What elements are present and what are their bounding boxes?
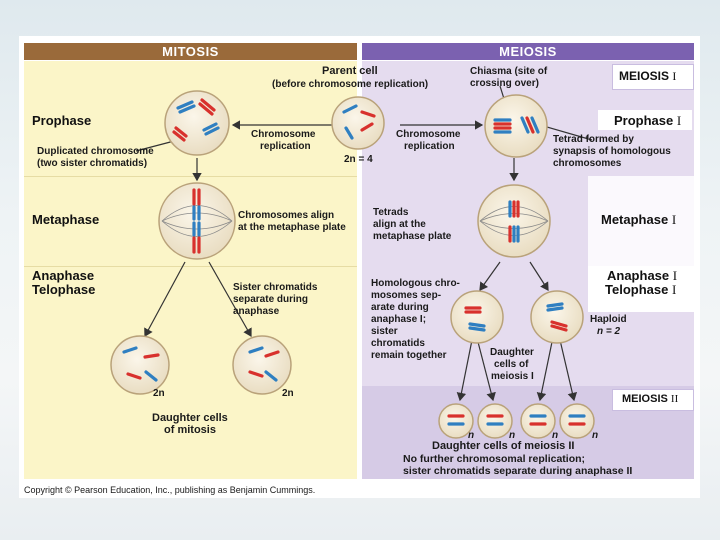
mitosis-metaphase-label: Metaphase bbox=[32, 212, 100, 227]
replication-right-2: replication bbox=[404, 141, 455, 152]
meiosis-anaphase-text: Anaphase bbox=[607, 268, 670, 283]
n-label-3: n bbox=[552, 430, 559, 441]
meiosis-II-text: MEIOSIS bbox=[622, 393, 668, 405]
cell-parent bbox=[331, 96, 385, 150]
cell-meiosis-II-1 bbox=[438, 403, 474, 439]
meiosis-telophase-num: I bbox=[671, 282, 677, 297]
cell-meiosis-II-2 bbox=[477, 403, 513, 439]
daughter-mitosis-2: of mitosis bbox=[164, 424, 216, 436]
cell-meiosis-II-4 bbox=[559, 403, 595, 439]
duplicated-chromosome-1: Duplicated chromosome bbox=[37, 146, 154, 157]
homologous-7: remain together bbox=[371, 350, 447, 361]
sister-chromatids-3: anaphase bbox=[233, 306, 280, 317]
cell-mitosis-prophase bbox=[164, 90, 230, 156]
replication-left-1: Chromosome bbox=[251, 129, 316, 140]
meiosis-header: MEIOSIS bbox=[362, 43, 694, 60]
homologous-4: anaphase I; bbox=[371, 314, 427, 325]
copyright-text: Copyright © Pearson Education, Inc., pub… bbox=[24, 485, 316, 495]
meiosis-metaphase-box bbox=[588, 176, 694, 266]
meiosis-II-title: MEIOSIS II bbox=[622, 392, 678, 406]
mitosis-header: MITOSIS bbox=[24, 43, 357, 60]
meiosis-telophase-text: Telophase bbox=[605, 282, 669, 297]
mitosis-divider-2 bbox=[24, 266, 357, 267]
cell-meiosis-metaphase bbox=[477, 184, 551, 258]
cell-mitosis-daughter-1 bbox=[110, 335, 170, 395]
align-label-1: Chromosomes align bbox=[238, 210, 335, 221]
tetrad-label-1: Tetrad formed by bbox=[553, 134, 634, 145]
meiosis-metaphase-label: Metaphase I bbox=[601, 213, 676, 227]
homologous-3: arate during bbox=[371, 302, 429, 313]
two-n-right: 2n bbox=[282, 388, 294, 399]
n-label-4: n bbox=[592, 430, 599, 441]
sister-chromatids-1: Sister chromatids bbox=[233, 282, 318, 293]
homologous-2: mosomes sep- bbox=[371, 290, 442, 301]
meiosis-I-title-text: MEIOSIS bbox=[619, 69, 670, 83]
sister-chromatids-2: separate during bbox=[233, 294, 309, 305]
meiosis-I-title-box bbox=[612, 64, 694, 90]
tetrads-align-3: metaphase plate bbox=[373, 231, 452, 242]
daughter-meiosis-I-3: meiosis I bbox=[491, 371, 534, 382]
meiosis-prophase-label: Prophase I bbox=[614, 114, 681, 128]
replication-right-1: Chromosome bbox=[396, 129, 461, 140]
homologous-5: sister bbox=[371, 326, 398, 337]
meiosis-telophase-label: Telophase I bbox=[605, 283, 676, 297]
homologous-1: Homologous chro- bbox=[371, 278, 460, 289]
haploid-label: Haploid bbox=[590, 314, 627, 325]
chromosomes bbox=[122, 98, 586, 426]
chiasma-label-1: Chiasma (site of bbox=[470, 66, 548, 77]
cell-mitosis-metaphase bbox=[158, 182, 236, 260]
parent-cell-label: Parent cell bbox=[322, 65, 378, 77]
tetrad-label-2: synapsis of homologous bbox=[553, 146, 671, 157]
n-equals-2: n = 2 bbox=[597, 326, 621, 337]
mitosis-prophase-label: Prophase bbox=[32, 113, 92, 128]
daughter-meiosis-I-1: Daughter bbox=[490, 347, 534, 358]
meiosis-metaphase-num: I bbox=[671, 212, 677, 227]
meiosis-prophase-text: Prophase bbox=[614, 113, 674, 128]
meiosis-I-title-num: I bbox=[672, 69, 677, 83]
align-label-2: at the metaphase plate bbox=[238, 222, 346, 233]
cell-meiosis-I-daughter-2 bbox=[530, 290, 584, 344]
meiosis-anaphase-num: I bbox=[672, 268, 678, 283]
meiosis-II-title-box bbox=[612, 389, 694, 411]
meiosis-metaphase-text: Metaphase bbox=[601, 212, 669, 227]
mitosis-anaphase-label: Anaphase bbox=[32, 268, 95, 283]
meiosis-prophase-num: I bbox=[676, 113, 682, 128]
meiosis-prophase-box bbox=[598, 110, 692, 130]
tetrads-align-1: Tetrads bbox=[373, 207, 409, 218]
parent-cell-sub-label: (before chromosome replication) bbox=[272, 79, 429, 90]
daughter-meiosis-II: Daughter cells of meiosis II bbox=[432, 440, 575, 452]
cell-meiosis-prophase bbox=[484, 94, 548, 158]
cell-mitosis-daughter-2 bbox=[232, 335, 292, 395]
meiosis-I-title: MEIOSIS I bbox=[619, 69, 676, 83]
chiasma-label-2: crossing over) bbox=[470, 78, 539, 89]
n-label-2: n bbox=[509, 430, 516, 441]
no-further-1: No further chromosomal replication; bbox=[403, 453, 586, 465]
two-n-four: 2n = 4 bbox=[344, 154, 373, 165]
no-further-2: sister chromatids separate during anapha… bbox=[403, 465, 633, 477]
tetrads-align-2: align at the bbox=[373, 219, 426, 230]
mitosis-telophase-label: Telophase bbox=[32, 282, 96, 297]
meiosis-anaphase-box bbox=[588, 266, 694, 312]
cell-meiosis-II-3 bbox=[520, 403, 556, 439]
mitosis-divider-1 bbox=[24, 176, 357, 177]
replication-left-2: replication bbox=[260, 141, 311, 152]
homologous-6: chromatids bbox=[371, 338, 425, 349]
two-n-left: 2n bbox=[153, 388, 165, 399]
meiosis-II-num: II bbox=[670, 393, 679, 405]
cell-meiosis-I-daughter-1 bbox=[450, 290, 504, 344]
n-label-1: n bbox=[468, 430, 475, 441]
daughter-meiosis-I-2: cells of bbox=[494, 359, 529, 370]
meiosis-anaphase-label: Anaphase I bbox=[607, 269, 677, 283]
duplicated-chromosome-2: (two sister chromatids) bbox=[37, 158, 148, 169]
tetrad-label-3: chromosomes bbox=[553, 158, 622, 169]
daughter-mitosis-1: Daughter cells bbox=[152, 412, 228, 424]
